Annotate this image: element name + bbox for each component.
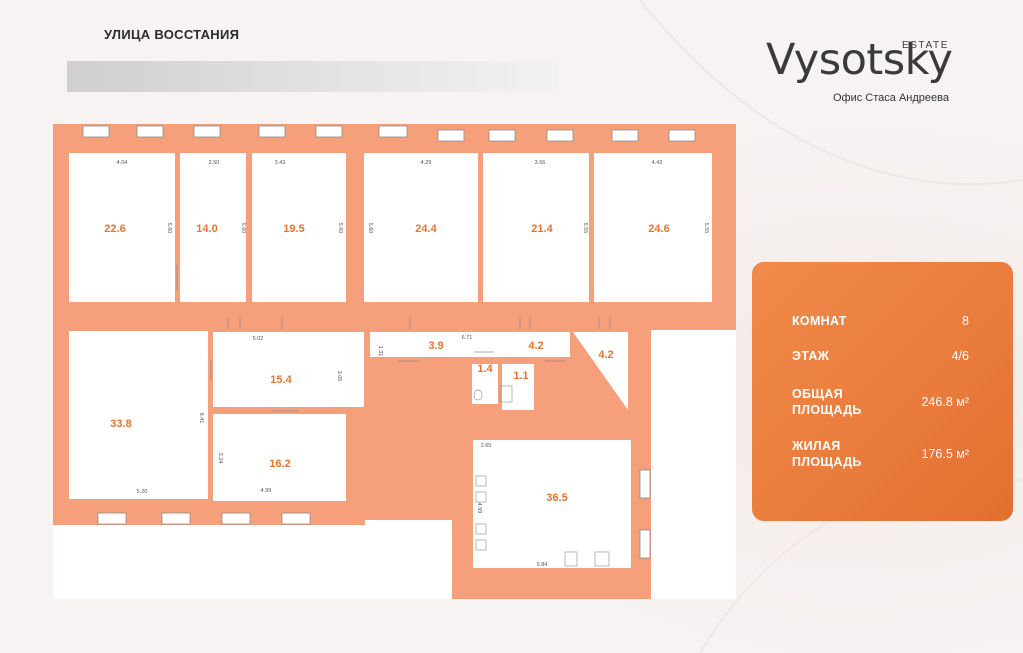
area-label: 16.2 [269, 458, 290, 470]
area-label: 1.4 [477, 363, 493, 375]
dimension-label: 3.05 [336, 371, 342, 382]
summary-label: КОМНАТ [792, 314, 847, 328]
dimension-label: 4.99 [261, 488, 272, 494]
dimension-label: 5.55 [582, 223, 588, 234]
logo-subtitle: Офис Стаса Андреева [833, 92, 949, 104]
dimension-label: 6.71 [462, 335, 473, 341]
street-bar [67, 61, 557, 92]
summary-label: ОБЩАЯ ПЛОЩАДЬ [792, 387, 862, 417]
dimension-label: 4.99 [476, 503, 482, 514]
summary-value: 246.8 м² [921, 395, 969, 409]
area-label: 36.5 [546, 492, 567, 504]
area-label: 33.8 [110, 418, 131, 430]
area-label: 22.6 [104, 223, 125, 235]
area-label: 19.5 [283, 223, 304, 235]
dimension-label: 5.60 [166, 223, 172, 234]
room-6 [594, 153, 712, 302]
room-9 [213, 414, 346, 501]
room-7 [69, 331, 208, 499]
dimension-label: 5.84 [537, 562, 548, 568]
area-labels: 22.6 14.0 19.5 24.4 21.4 24.6 33.8 15.4 … [104, 223, 669, 504]
rooms [69, 153, 712, 568]
summary-row-total-area: ОБЩАЯ ПЛОЩАДЬ 246.8 м² [792, 386, 969, 418]
area-label: 21.4 [531, 223, 553, 235]
room-11 [573, 332, 628, 410]
dimension-label: 3.43 [275, 160, 286, 166]
dimension-labels: 4.04 2.50 3.43 4.29 3.66 4.43 5.60 5.60 … [117, 160, 709, 568]
summary-label: ЭТАЖ [792, 349, 830, 363]
room-8 [213, 332, 364, 407]
door-marks [176, 265, 611, 412]
dimension-label: 4.43 [652, 160, 663, 166]
windows [82, 125, 696, 559]
dimension-label: 2.50 [209, 160, 220, 166]
summary-value: 176.5 м² [921, 447, 969, 461]
area-label: 3.9 [428, 340, 443, 352]
dimension-label: 4.29 [421, 160, 432, 166]
room-2 [180, 153, 246, 302]
dimension-label: 2.65 [481, 443, 492, 449]
dimension-label: 6.41 [198, 413, 204, 424]
dimension-label: 1.31 [377, 346, 383, 357]
summary-label: ЖИЛАЯ ПЛОЩАДЬ [792, 439, 862, 469]
summary-value: 4/6 [951, 349, 969, 363]
area-label: 4.2 [598, 349, 613, 361]
summary-row-living-area: ЖИЛАЯ ПЛОЩАДЬ 176.5 м² [792, 438, 969, 470]
dimension-label: 3.66 [535, 160, 546, 166]
dimension-label: 4.04 [117, 160, 128, 166]
street-name: УЛИЦА ВОССТАНИЯ [104, 27, 240, 42]
dimension-label: 5.55 [703, 223, 709, 234]
room-14 [473, 440, 631, 568]
dimension-label: 5.60 [240, 223, 246, 234]
dimension-label: 5.20 [137, 489, 148, 495]
summary-panel: КОМНАТ 8 ЭТАЖ 4/6 ОБЩАЯ ПЛОЩАДЬ 246.8 м²… [752, 262, 1013, 521]
area-label: 24.6 [648, 223, 669, 235]
logo-wordmark: Vysotsky [766, 35, 953, 85]
room-5 [483, 153, 589, 302]
dimension-label: 5.02 [253, 336, 264, 342]
room-4 [364, 153, 478, 302]
logo-superscript: ESTATE [902, 40, 950, 51]
area-label: 15.4 [270, 374, 292, 386]
area-label: 1.1 [513, 370, 528, 382]
area-label: 4.2 [528, 340, 543, 352]
summary-value: 8 [962, 314, 969, 328]
dimension-label: 3.24 [217, 453, 223, 464]
room-1 [69, 153, 175, 302]
summary-row-rooms: КОМНАТ 8 [792, 313, 969, 329]
dimension-label: 5.60 [337, 223, 343, 234]
room-10 [370, 332, 570, 357]
area-label: 24.4 [415, 223, 437, 235]
room-3 [252, 153, 346, 302]
room-12 [472, 364, 498, 404]
fixtures [473, 385, 610, 567]
dimension-label: 5.60 [367, 223, 373, 234]
summary-row-floor: ЭТАЖ 4/6 [792, 348, 969, 364]
area-label: 14.0 [196, 223, 217, 235]
